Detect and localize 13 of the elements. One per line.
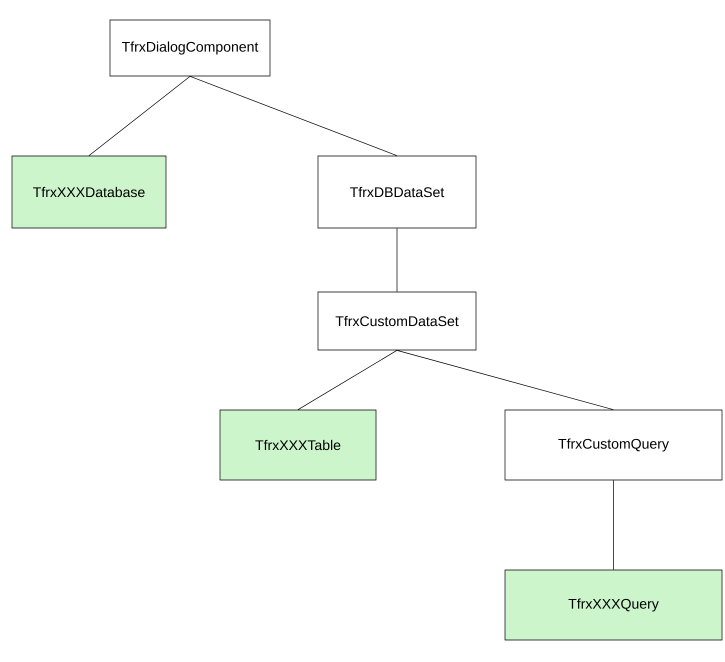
connector-line: [298, 350, 398, 410]
class-box: TfrxXXXDatabase: [12, 156, 166, 228]
connector-line: [396, 228, 398, 292]
class-box: TfrxXXXTable: [220, 410, 376, 480]
class-box: TfrxCustomDataSet: [318, 292, 476, 350]
class-box: TfrxXXXQuery: [504, 570, 722, 640]
class-box: TfrxCustomQuery: [504, 410, 722, 480]
connector-line: [190, 76, 398, 156]
connector-line: [613, 480, 614, 570]
class-box: TfrxDBDataSet: [318, 156, 476, 228]
connector-line: [396, 350, 614, 410]
class-box: TfrxDialogComponent: [110, 20, 270, 76]
connector-line: [88, 76, 190, 156]
